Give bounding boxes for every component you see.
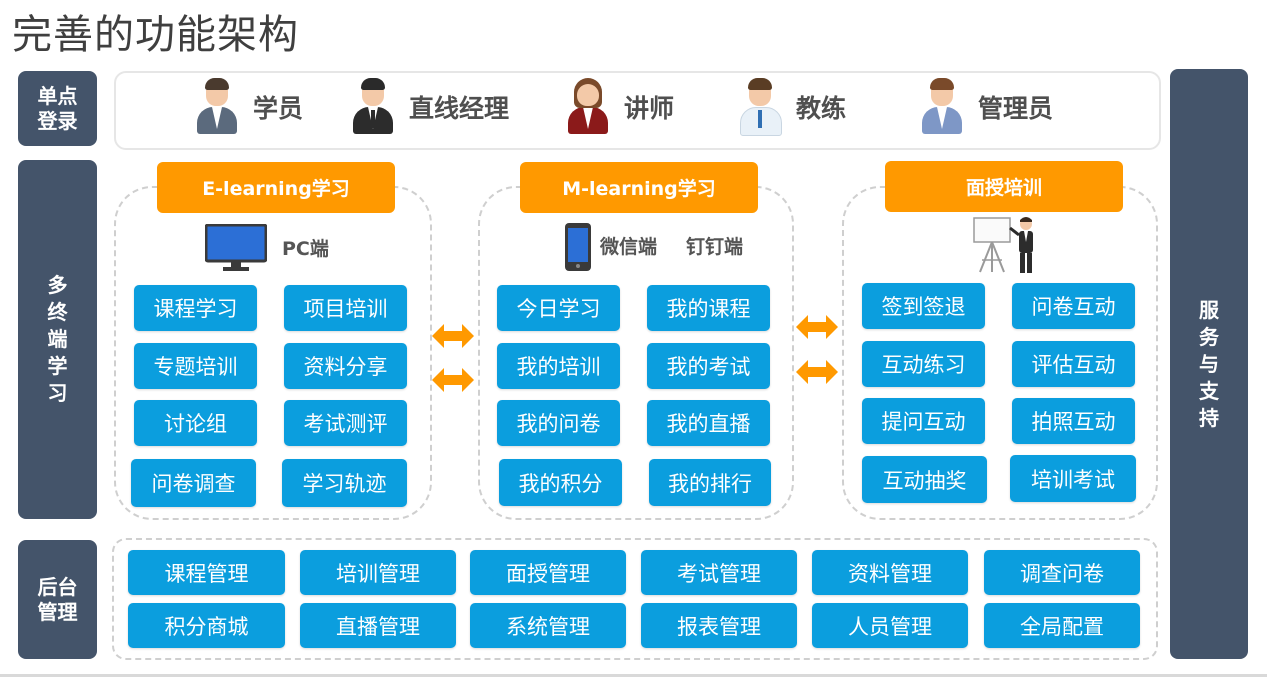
role-label: 学员 — [253, 94, 304, 123]
role-coach: 教练 — [738, 78, 847, 136]
sidebar-sso: 单点登录 — [18, 71, 97, 146]
bottom-divider — [0, 674, 1267, 677]
mlearning-item-my-ranking[interactable]: 我的排行 — [649, 459, 771, 506]
backend-item-training-mgmt[interactable]: 培训管理 — [300, 550, 456, 595]
training-item-lottery[interactable]: 互动抽奖 — [862, 456, 987, 503]
sidebar-service-support: 服务与支持 — [1170, 69, 1248, 659]
role-label: 直线经理 — [409, 94, 510, 123]
elearning-header: E-learning学习 — [157, 162, 395, 213]
pc-platform-label: PC端 — [282, 238, 329, 260]
backend-item-exam-mgmt[interactable]: 考试管理 — [641, 550, 797, 595]
double-arrow-icon — [796, 315, 838, 339]
sidebar-multi-terminal: 多终端学习 — [18, 160, 97, 519]
backend-item-classroom-mgmt[interactable]: 面授管理 — [470, 550, 626, 595]
mlearning-item-today-study[interactable]: 今日学习 — [497, 285, 620, 331]
sidebar-backend-label: 后台管理 — [37, 574, 78, 624]
training-item-question-interaction[interactable]: 提问互动 — [862, 398, 985, 444]
wechat-platform-label: 微信端 — [600, 236, 658, 258]
backend-panel — [112, 538, 1158, 660]
elearning-item-topic-training[interactable]: 专题培训 — [134, 343, 257, 389]
monitor-icon — [204, 223, 268, 276]
double-arrow-icon — [432, 324, 474, 348]
backend-item-report-mgmt[interactable]: 报表管理 — [641, 603, 797, 648]
backend-item-global-config[interactable]: 全局配置 — [984, 603, 1140, 648]
sso-roles-panel — [114, 71, 1161, 150]
role-label: 管理员 — [978, 94, 1054, 123]
sidebar-multi-label: 多终端学习 — [47, 273, 68, 405]
elearning-item-survey[interactable]: 问卷调查 — [131, 459, 256, 507]
role-admin: 管理员 — [920, 78, 1054, 134]
double-arrow-icon — [432, 368, 474, 392]
mlearning-header: M-learning学习 — [520, 162, 758, 213]
admin-avatar-icon — [920, 78, 964, 134]
role-label: 讲师 — [624, 94, 675, 123]
training-item-evaluation-interaction[interactable]: 评估互动 — [1012, 341, 1135, 387]
manager-avatar-icon — [351, 78, 395, 134]
training-header: 面授培训 — [885, 161, 1123, 212]
backend-item-live-mgmt[interactable]: 直播管理 — [300, 603, 456, 648]
sidebar-backend: 后台管理 — [18, 540, 97, 659]
training-item-sign-in-out[interactable]: 签到签退 — [862, 283, 985, 329]
coach-avatar-icon — [738, 78, 782, 136]
mlearning-item-my-points[interactable]: 我的积分 — [499, 459, 622, 506]
mlearning-item-my-courses[interactable]: 我的课程 — [647, 285, 770, 331]
training-item-survey-interaction[interactable]: 问卷互动 — [1012, 283, 1135, 329]
backend-item-course-mgmt[interactable]: 课程管理 — [128, 550, 285, 595]
mlearning-item-my-exams[interactable]: 我的考试 — [647, 343, 770, 389]
backend-item-points-mall[interactable]: 积分商城 — [128, 603, 285, 648]
elearning-item-course-study[interactable]: 课程学习 — [134, 285, 257, 331]
role-label: 教练 — [796, 94, 847, 123]
lecturer-avatar-icon — [566, 78, 610, 134]
mlearning-item-my-live[interactable]: 我的直播 — [647, 400, 770, 446]
presenter-icon — [970, 214, 1040, 280]
role-lecturer: 讲师 — [566, 78, 675, 134]
double-arrow-icon — [796, 360, 838, 384]
mlearning-item-my-surveys[interactable]: 我的问卷 — [497, 400, 620, 446]
sidebar-service-label: 服务与支持 — [1199, 297, 1219, 430]
elearning-item-learning-track[interactable]: 学习轨迹 — [282, 459, 407, 507]
mlearning-item-my-training[interactable]: 我的培训 — [497, 343, 620, 389]
backend-item-personnel-mgmt[interactable]: 人员管理 — [812, 603, 968, 648]
elearning-item-discussion[interactable]: 讨论组 — [134, 400, 257, 446]
page-title: 完善的功能架构 — [12, 12, 299, 58]
backend-item-system-mgmt[interactable]: 系统管理 — [470, 603, 626, 648]
backend-item-survey[interactable]: 调查问卷 — [984, 550, 1140, 595]
training-item-training-exam[interactable]: 培训考试 — [1010, 455, 1136, 502]
backend-item-resource-mgmt[interactable]: 资料管理 — [812, 550, 968, 595]
phone-icon — [564, 222, 592, 276]
elearning-item-exam[interactable]: 考试测评 — [284, 400, 407, 446]
student-avatar-icon — [195, 78, 239, 134]
role-manager: 直线经理 — [351, 78, 510, 134]
sidebar-sso-label: 单点登录 — [37, 83, 78, 133]
role-student: 学员 — [195, 78, 304, 134]
dingtalk-platform-label: 钉钉端 — [686, 236, 744, 258]
training-item-photo-interaction[interactable]: 拍照互动 — [1012, 398, 1135, 444]
training-item-interactive-practice[interactable]: 互动练习 — [862, 341, 985, 387]
elearning-item-project-training[interactable]: 项目培训 — [284, 285, 407, 331]
elearning-item-resource-share[interactable]: 资料分享 — [284, 343, 407, 389]
